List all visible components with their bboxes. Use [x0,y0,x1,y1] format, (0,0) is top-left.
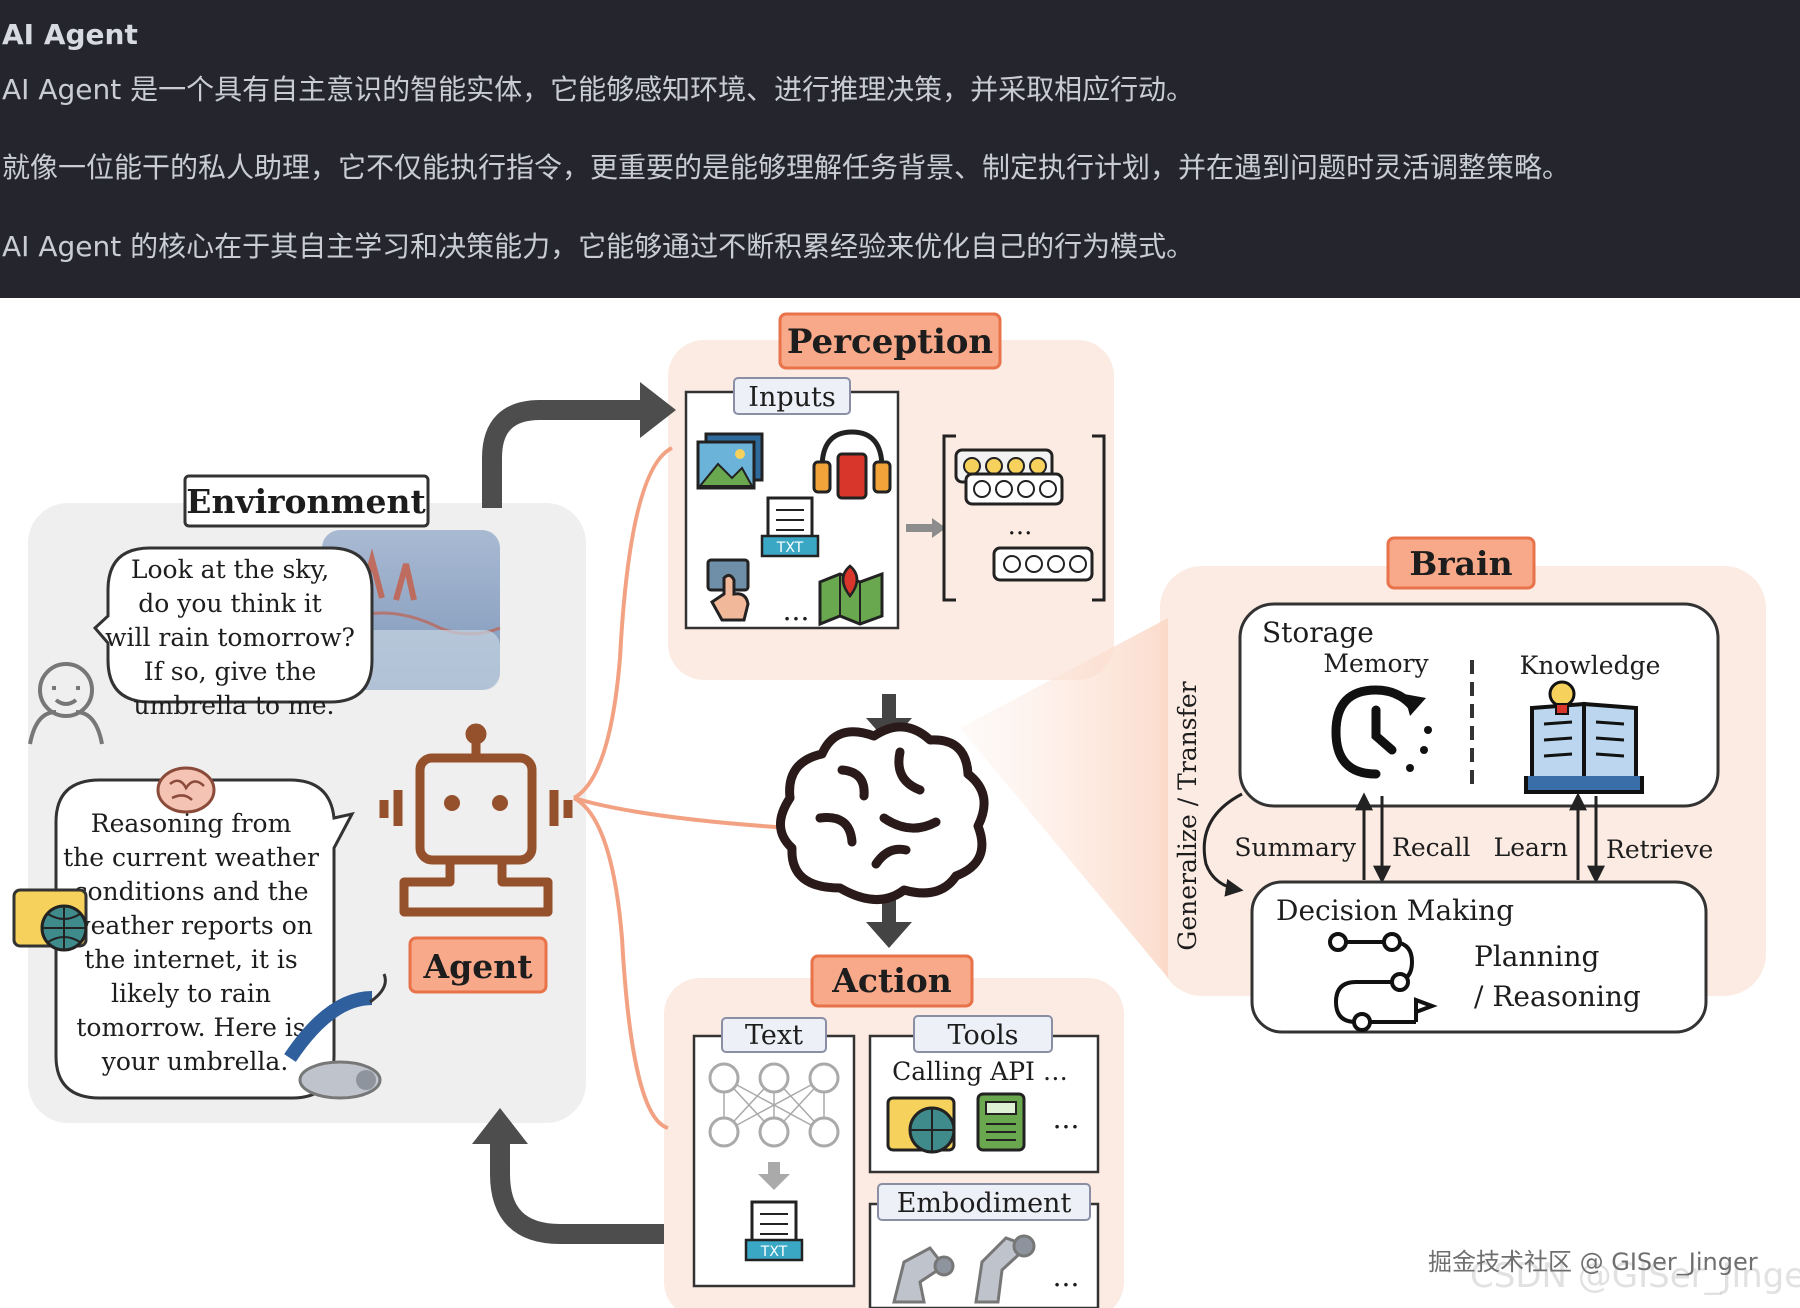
learn-label: Learn [1494,833,1568,862]
token-bracket [942,434,1106,602]
article-title: AI Agent [2,18,138,51]
human-line-1: Look at the sky, [131,555,329,584]
agent-line-3: conditions and the [74,877,309,906]
map-icon [818,564,884,627]
reasoning-label: / Reasoning [1474,980,1641,1013]
agent-diagram: Environment Look at the sky, do you thin… [12,312,1766,1308]
umbrella-robot-hand-icon [284,973,387,1100]
connector-agent-perception [572,446,673,800]
brain-beam [960,618,1168,978]
api-globe-icon [886,1096,956,1154]
robot-icon [379,723,573,917]
embodiment-label: Embodiment [897,1188,1072,1219]
brain-title: Brain [1409,544,1512,583]
decision-making-box [1250,880,1708,1034]
neural-network-icon [708,1062,840,1148]
memory-clock-icon [1331,685,1432,779]
inputs-label-box [733,377,851,415]
speech-bubble-human [92,546,374,704]
connector-agent-action [572,796,669,1130]
human-line-3: will rain tomorrow? [105,623,355,652]
storage-label: Storage [1262,616,1374,649]
globe-browser-icon [12,888,88,952]
human-line-4: If so, give the [144,657,317,686]
agent-line-8: your umbrella. [101,1047,289,1076]
planning-label: Planning [1474,940,1600,973]
brain-title-box [1386,536,1536,590]
agent-line-7: tomorrow. Here is [76,1013,305,1042]
output-txt-file-icon: TXT [744,1200,804,1262]
calculator-icon [976,1092,1026,1152]
tools-label: Tools [948,1020,1019,1051]
inputs-label: Inputs [748,382,835,413]
embodiment-label-box [877,1183,1091,1221]
retrieve-label: Retrieve [1606,835,1713,864]
memory-label: Memory [1323,649,1429,678]
article-paragraph-3: AI Agent 的核心在于其自主学习和决策能力，它能够通过不断积累经验来优化自… [2,230,1195,263]
headphones-icon [812,429,892,500]
recall-label: Recall [1392,833,1471,862]
human-line-5: umbrella to me. [134,691,335,720]
watermark-juejin: 掘金技术社区 @ GISer_Jinger [1428,1248,1758,1276]
watermark-csdn: CSDN @GISer_Jinger [1470,1256,1800,1296]
inputs-ellipsis: ... [783,594,810,627]
human-line-2: do you think it [138,589,322,618]
knowledge-book-icon [1524,680,1644,794]
flow-arrowhead-bottom [472,1108,528,1144]
txt-icon-label: TXT [776,540,804,556]
output-txt-icon-label: TXT [760,1244,788,1260]
image-icon [696,432,764,490]
environment-title: Environment [186,482,426,521]
down-arrow-brain-to-action [866,898,912,948]
environment-title-box [183,474,430,528]
agent-line-6: likely to rain [111,979,271,1008]
touch-screen-icon [706,558,750,622]
small-brain-icon [156,766,216,814]
decision-making-label: Decision Making [1276,894,1514,927]
action-text-label-box [721,1017,827,1053]
tokens-ellipsis: ... [1008,511,1033,541]
planning-path-icon [1328,932,1438,1032]
token-rows [954,448,1094,582]
svg-text:Reasoning from the current: Reasoning from the current weather condi… [63,809,327,1076]
action-text-label: Text [745,1020,803,1051]
human-icon [28,662,104,745]
connector-agent-brain [573,796,791,830]
agent-line-4: weather reports on [69,911,313,940]
article-paragraph-2: 就像一位能干的私人助理，它不仅能执行指令，更重要的是能够理解任务背景、制定执行计… [2,151,1571,184]
article-paragraph-1: AI Agent 是一个具有自主意识的智能实体，它能够感知环境、进行推理决策，并… [2,73,1195,106]
perception-title-box [778,312,1002,370]
summary-recall-arrows [1355,792,1605,884]
agent-title: Agent [423,947,534,986]
generalize-transfer-label: Generalize / Transfer [1173,681,1202,950]
inputs-to-tokens-arrowhead [932,518,946,538]
speech-bubble-agent [54,778,355,1100]
svg-text:Look at the sky, do you th: Look at the sky, do you think it will ra… [105,555,363,720]
generalize-transfer-arrow [1202,792,1244,897]
flow-arrow-env-to-perception [482,400,640,508]
text-down-arrow [758,1162,790,1190]
article-header: AI Agent AI Agent 是一个具有自主意识的智能实体，它能够感知环境… [0,0,1800,298]
agent-line-2: the current weather [63,843,319,872]
flow-arrowhead-top [640,382,676,438]
tools-label-box [913,1015,1053,1053]
flow-arrow-action-to-env [490,1144,664,1244]
tools-ellipsis: ... [1053,1102,1080,1135]
summary-label: Summary [1234,833,1356,862]
action-title: Action [831,961,951,1000]
robot-arm-icon [892,1234,1036,1304]
calling-api-label: Calling API … [892,1057,1068,1086]
action-title-box [810,954,974,1008]
perception-title: Perception [787,322,993,362]
agent-line-1: Reasoning from [91,809,292,838]
agent-line-5: the internet, it is [84,945,297,974]
txt-file-icon: TXT [760,496,820,558]
agent-title-box [408,936,548,994]
embodiment-ellipsis: ... [1053,1260,1080,1293]
knowledge-label: Knowledge [1520,651,1661,680]
brain-icon [776,722,989,904]
